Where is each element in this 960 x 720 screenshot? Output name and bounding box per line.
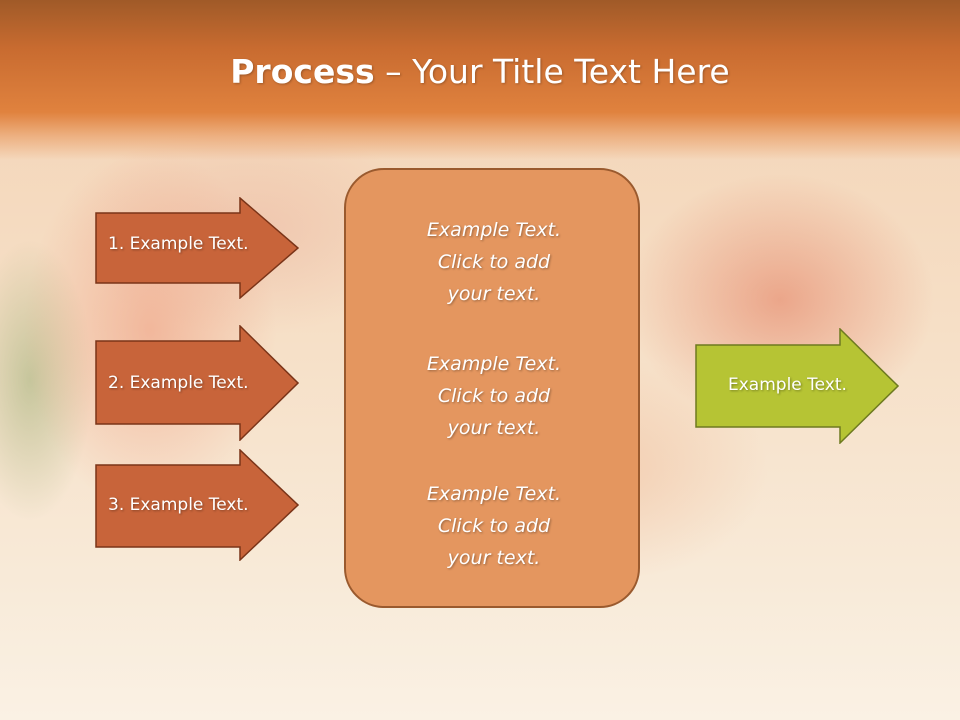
arrow-right-shape — [95, 449, 299, 561]
output-label: Example Text. — [728, 375, 847, 395]
paragraph-line: your text. — [447, 417, 541, 439]
arrow-right-shape — [95, 325, 299, 441]
paragraph-line: your text. — [447, 547, 541, 569]
paragraph-line: Click to add — [437, 251, 551, 273]
header-band — [0, 0, 960, 160]
step-arrow-1[interactable]: 1. Example Text. — [95, 197, 299, 299]
output-arrow[interactable]: Example Text. — [695, 328, 899, 444]
title-rest: – Your Title Text Here — [374, 52, 730, 91]
paragraph-line: Example Text. — [426, 353, 562, 375]
slide-title[interactable]: Process – Your Title Text Here — [0, 52, 960, 91]
step-label-2: 2. Example Text. — [108, 373, 249, 393]
title-bold: Process — [230, 52, 375, 91]
step-label-3: 3. Example Text. — [108, 495, 249, 515]
paragraph-line: your text. — [447, 283, 541, 305]
center-paragraph-2[interactable]: Example Text. Click to add your text. — [346, 348, 642, 444]
paragraph-line: Example Text. — [426, 483, 562, 505]
center-text-box[interactable]: Example Text. Click to add your text. Ex… — [344, 168, 640, 608]
arrow-right-shape — [695, 328, 899, 444]
paragraph-line: Click to add — [437, 385, 551, 407]
paragraph-line: Click to add — [437, 515, 551, 537]
step-arrow-2[interactable]: 2. Example Text. — [95, 325, 299, 441]
center-paragraph-1[interactable]: Example Text. Click to add your text. — [346, 214, 642, 310]
step-label-1: 1. Example Text. — [108, 234, 249, 254]
step-arrow-3[interactable]: 3. Example Text. — [95, 449, 299, 561]
center-paragraph-3[interactable]: Example Text. Click to add your text. — [346, 478, 642, 574]
paragraph-line: Example Text. — [426, 219, 562, 241]
arrow-right-shape — [95, 197, 299, 299]
